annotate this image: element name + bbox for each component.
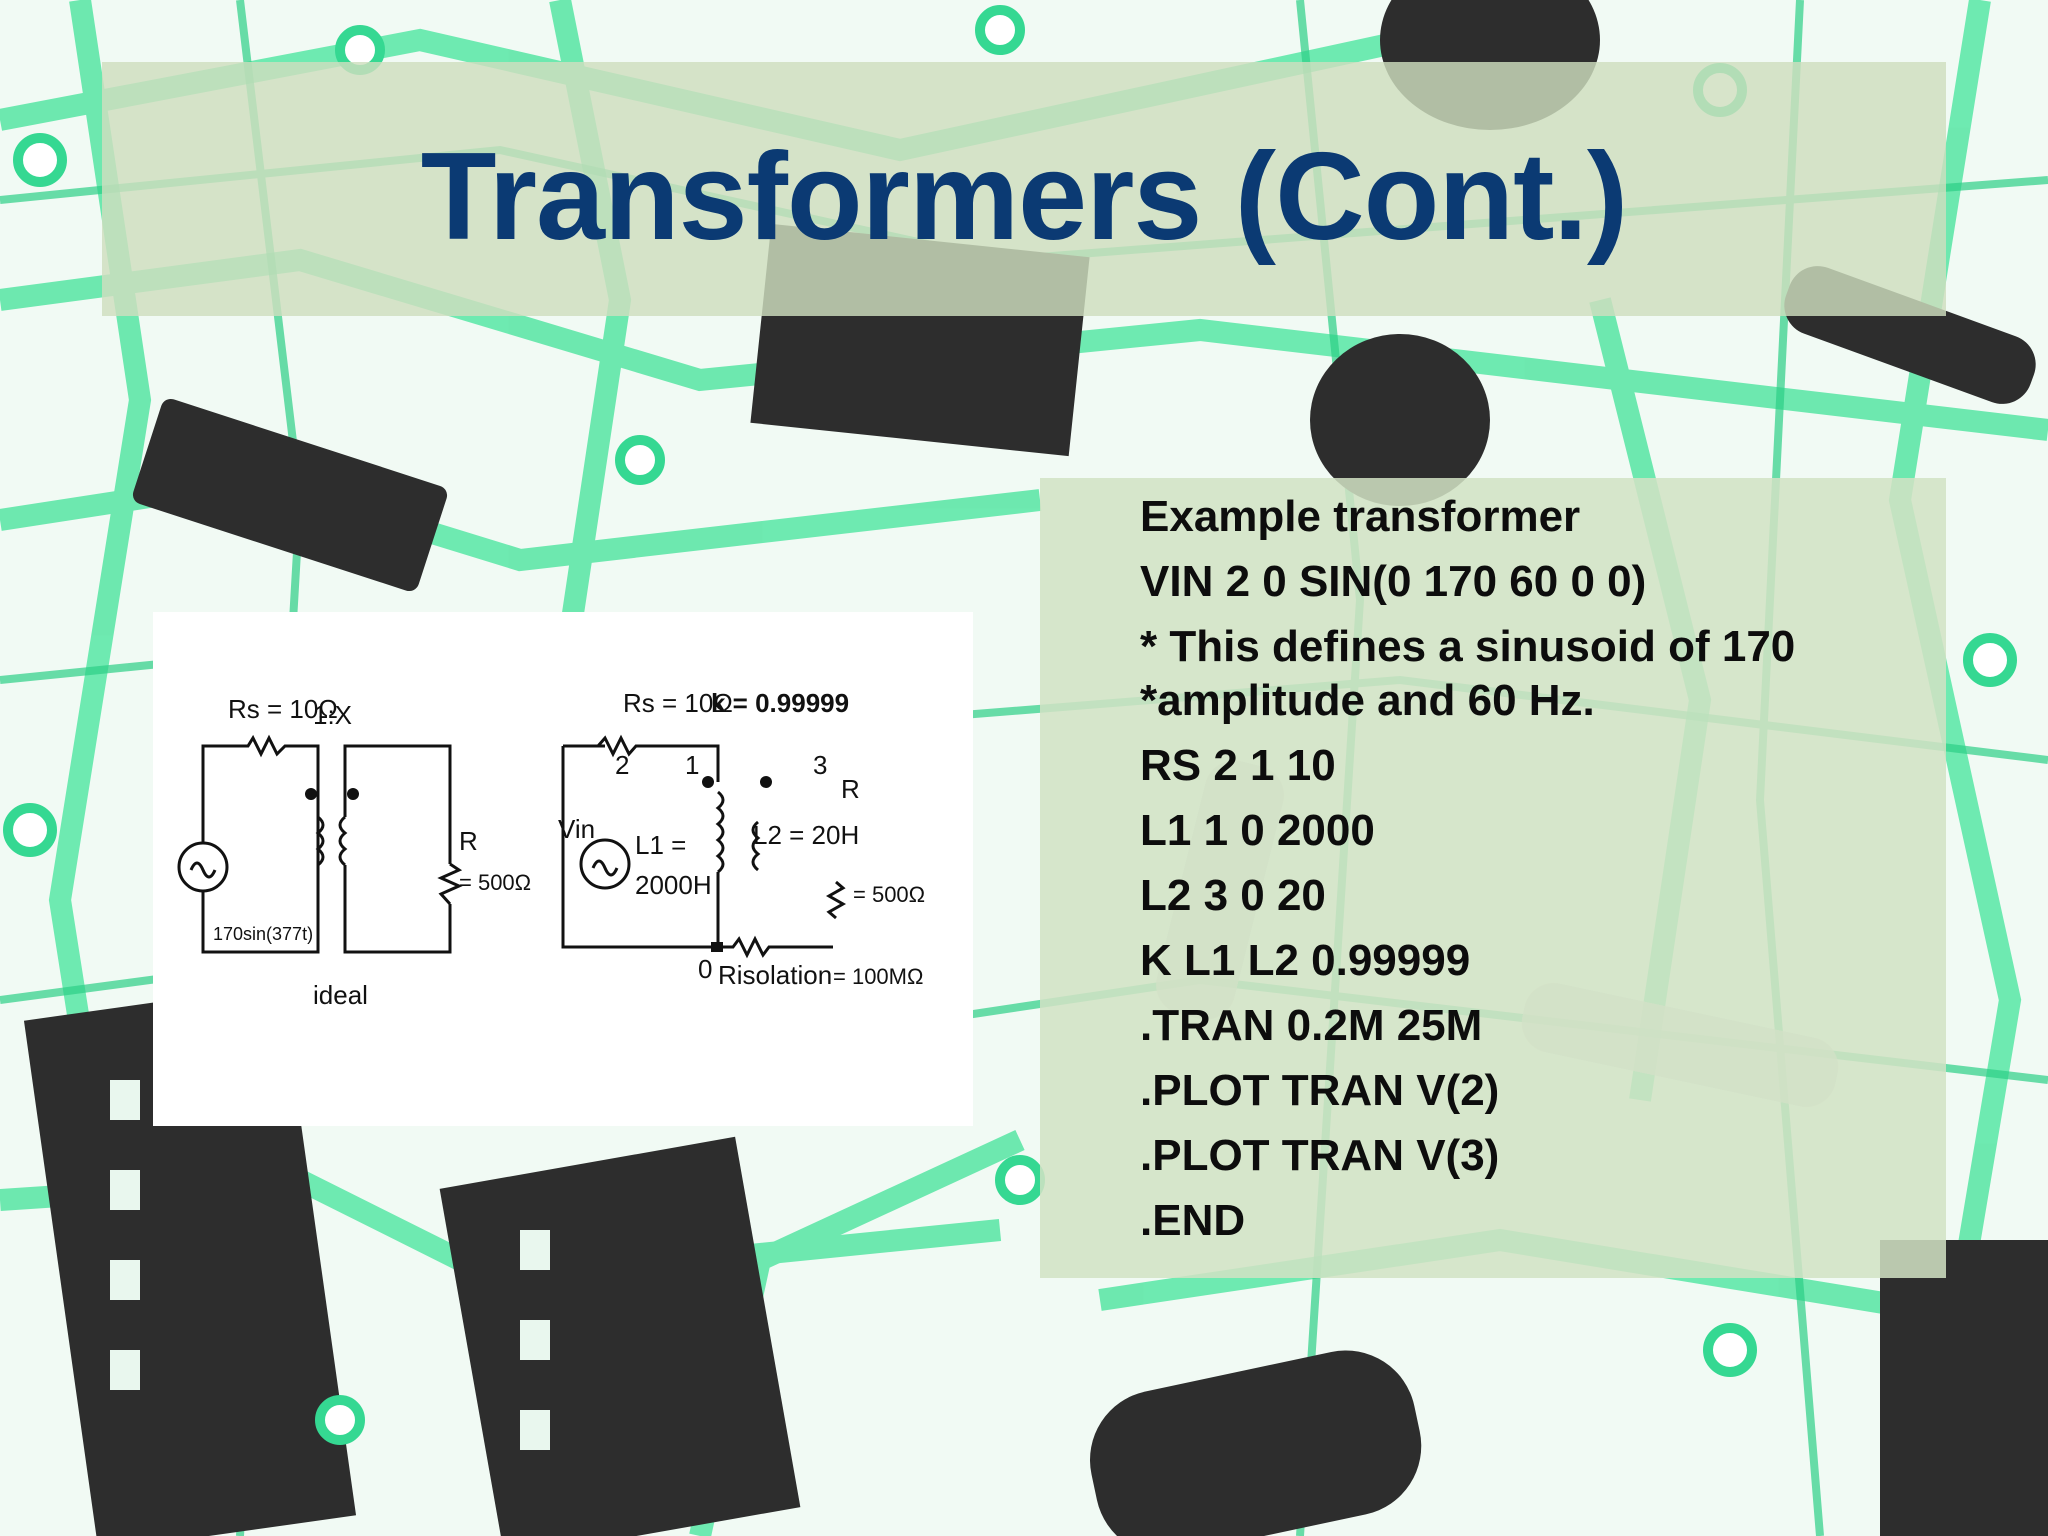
netlist-line: Example transformer — [1140, 492, 1581, 541]
right-circuit — [561, 734, 847, 959]
netlist-panel: Example transformer VIN 2 0 SIN(0 170 60… — [1040, 478, 1946, 1278]
dot-marker — [760, 776, 772, 788]
right-node3-label: 3 — [813, 750, 827, 780]
left-source-label: 170sin(377t) — [213, 924, 313, 944]
netlist-line: .TRAN 0.2M 25M — [1140, 1001, 1483, 1050]
right-node2-label: 2 — [615, 750, 629, 780]
netlist-line: L1 1 0 2000 — [1140, 806, 1375, 855]
left-r-label: R — [459, 826, 478, 856]
transformer-schematic: Rs = 10Ω 1:X 170sin(377t) R = 500Ω ideal — [177, 688, 925, 1010]
dot-marker — [347, 788, 359, 800]
right-l1-label: L1 = — [635, 830, 686, 860]
right-l2-label: L2 = 20H — [753, 820, 859, 850]
right-r-label: R — [841, 774, 860, 804]
right-vin-label: Vin — [558, 814, 595, 844]
netlist-line: L2 3 0 20 — [1140, 871, 1326, 920]
left-ratio-label: 1:X — [313, 700, 352, 730]
right-risolation-label: Risolation — [718, 960, 832, 990]
netlist-line: VIN 2 0 SIN(0 170 60 0 0) — [1140, 557, 1647, 606]
circuit-figure: Rs = 10Ω 1:X 170sin(377t) R = 500Ω ideal — [153, 612, 973, 1126]
left-circuit — [177, 734, 463, 954]
title-band: Transformers (Cont.) — [102, 62, 1946, 316]
right-node0-label: 0 — [698, 954, 712, 984]
dot-marker — [702, 776, 714, 788]
right-k-label: k = 0.99999 — [711, 688, 849, 718]
netlist-line: .PLOT TRAN V(2) — [1140, 1066, 1500, 1115]
dot-marker — [305, 788, 317, 800]
netlist-line: RS 2 1 10 — [1140, 741, 1336, 790]
netlist-comment: * This defines a sinusoid of 170 *amplit… — [1140, 622, 1796, 725]
node-marker — [711, 942, 723, 952]
left-ideal-label: ideal — [313, 980, 368, 1010]
right-node1-label: 1 — [685, 750, 699, 780]
netlist-line: .PLOT TRAN V(3) — [1140, 1131, 1500, 1180]
left-rs-label: Rs = 10Ω — [228, 694, 338, 724]
right-l1-value: 2000H — [635, 870, 712, 900]
netlist-line: .END — [1140, 1196, 1246, 1245]
netlist-line: K L1 L2 0.99999 — [1140, 936, 1471, 985]
right-risolation-value: = 100MΩ — [833, 964, 923, 989]
slide-title: Transformers (Cont.) — [420, 128, 1628, 266]
left-r-value: = 500Ω — [459, 870, 531, 895]
right-r-value: = 500Ω — [853, 882, 925, 907]
right-rs-label: Rs = 10Ω — [623, 688, 733, 718]
